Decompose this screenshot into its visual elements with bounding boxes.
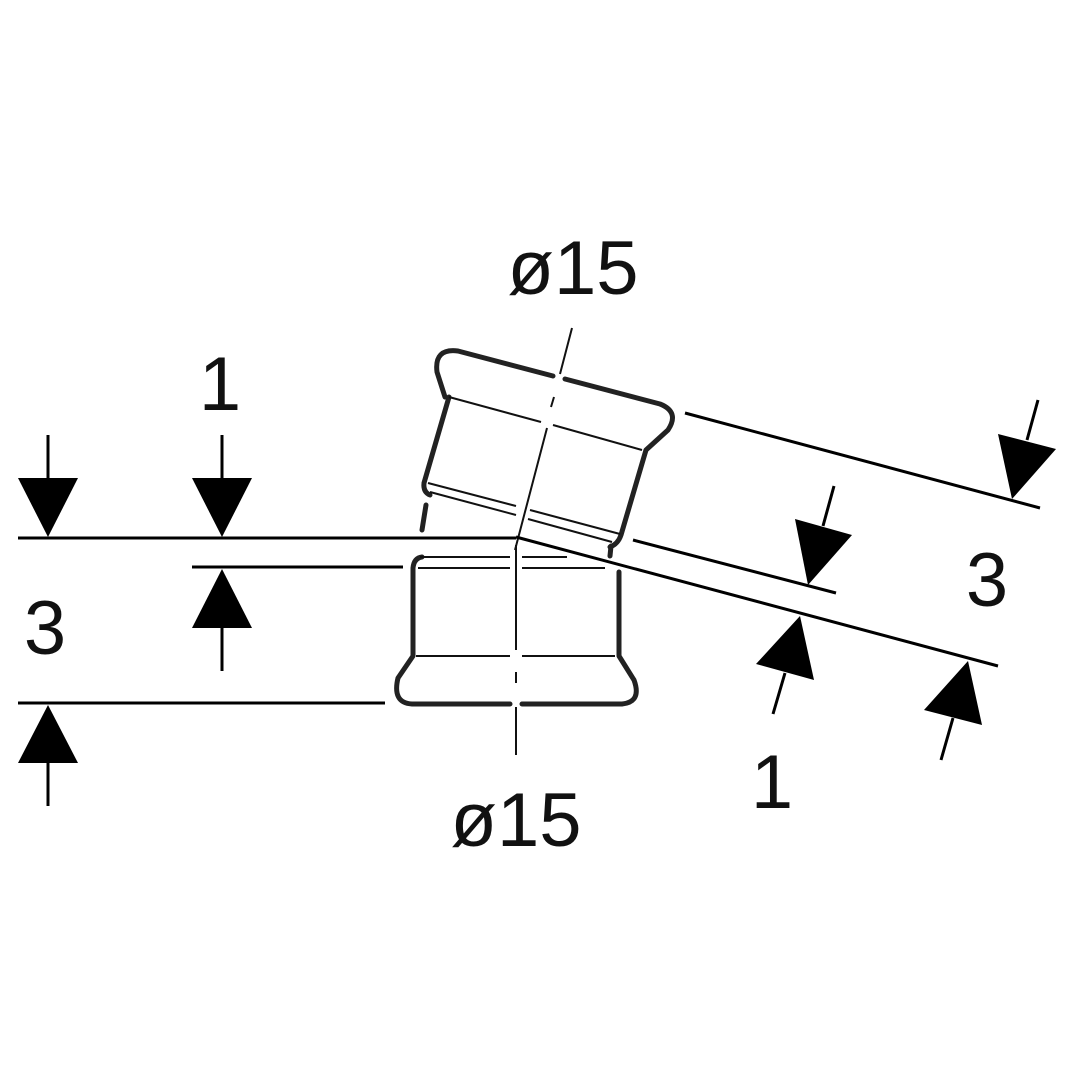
arrow-down-icon [18, 478, 78, 537]
arrow-down-icon [795, 519, 852, 585]
left-small-dim-label: 1 [199, 342, 241, 427]
right-large-dim-label: 3 [966, 538, 1008, 623]
arrow-up-icon [18, 705, 78, 763]
arrow-up-icon [192, 569, 252, 628]
bottom-diameter-label: ø15 [451, 778, 582, 863]
dimension-arrows [18, 434, 1056, 763]
straight-fitting [394, 545, 639, 755]
arrow-down-icon [192, 478, 252, 537]
arrow-up-icon [756, 616, 814, 680]
top-diameter-label: ø15 [508, 226, 639, 311]
dimension-lines [18, 399, 1041, 806]
arrow-down-icon [998, 434, 1056, 499]
tilted-fitting [419, 327, 675, 559]
right-small-dim-label: 1 [751, 740, 793, 825]
left-large-dim-label: 3 [24, 586, 66, 671]
arrow-up-icon [924, 661, 982, 725]
